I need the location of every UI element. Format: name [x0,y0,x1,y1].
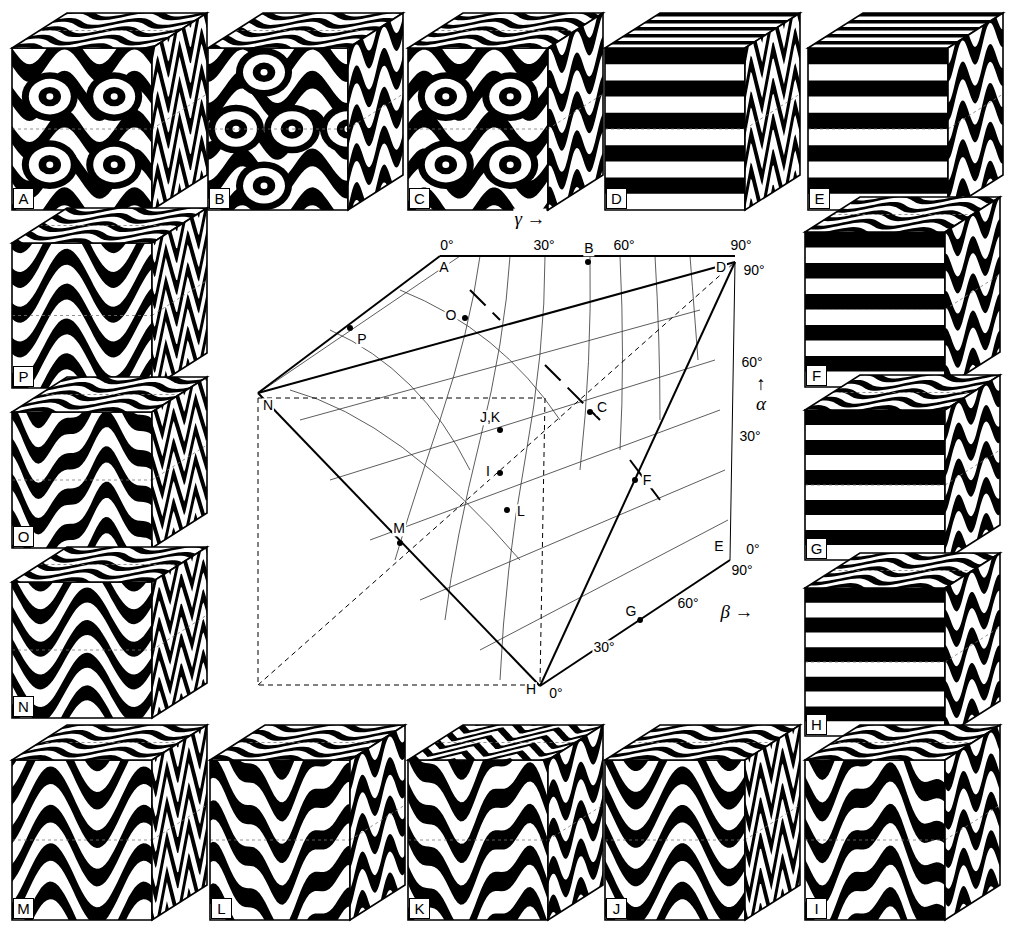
cube-letter: I [814,901,818,916]
cube-letter: F [812,368,821,383]
point-label: P [356,332,367,347]
point-label: B [583,241,594,256]
point-label: G [625,604,638,619]
point-label: J,K [479,410,501,425]
cube-letter-box: F [806,365,827,386]
point-label: E [713,539,724,554]
axis-label: 0° [439,238,454,253]
fold-cube [0,25,278,601]
cube-letter-box: L [211,898,232,919]
point-label: N [262,398,274,413]
cube-letter-box: C [409,188,430,209]
cube-letter-box: E [809,188,830,209]
cube-letter: D [611,191,622,206]
cube-letter: K [414,901,424,916]
cube-letter-box: B [209,188,230,209]
cube-letter: H [811,717,822,732]
cube-letter: O [18,529,30,544]
axis-label: ↑ [755,374,767,395]
point-label: O [445,308,458,323]
cube-letter: J [613,901,621,916]
axis-label: β → [719,602,754,623]
cube-letter-box: G [806,538,827,559]
axis-label: 30° [738,429,761,444]
parameter-tetrahedron [258,256,768,686]
cube-letter: A [18,191,28,206]
axis-label: 0° [745,542,760,557]
axis-label: 30° [592,640,615,655]
point-label: M [392,521,406,536]
cube-letter-box: H [806,714,827,735]
point-label: H [525,682,537,697]
cube-letter: B [214,191,224,206]
cube-letter-box: D [606,188,627,209]
axis-label: 60° [676,596,699,611]
cube-letter-box: P [13,366,34,387]
point-label: A [438,260,449,275]
axis-label: α [755,394,767,415]
point-label: F [642,473,653,488]
point-label: D [715,260,727,275]
axis-label: 90° [742,263,765,278]
axis-label: 60° [612,238,635,253]
axis-label: 90° [729,238,752,253]
cube-letter-box: J [606,898,627,919]
cube-letter: C [414,191,425,206]
fold-cube [730,513,1013,927]
fold-cube [0,199,279,747]
cube-letter: E [814,191,824,206]
cube-letter: P [18,369,28,384]
axis-label: 0° [548,686,563,701]
point-label: L [516,504,526,519]
cube-letter-box: O [13,526,34,547]
cube-letter: N [18,699,29,714]
point-label: I [485,464,491,479]
axis-label: γ → [513,209,546,230]
cube-letter-box: N [13,696,34,717]
cube-letter-box: M [13,898,34,919]
cube-letter-box: I [806,898,827,919]
axis-label: 30° [532,238,555,253]
cube-letter: L [217,901,225,916]
axis-label: 60° [740,355,763,370]
point-label: C [596,400,608,415]
cube-letter-box: K [409,898,430,919]
cube-letter-box: A [13,188,34,209]
cube-letter: M [17,901,30,916]
axis-label: 90° [730,563,753,578]
cube-letter: G [811,541,823,556]
